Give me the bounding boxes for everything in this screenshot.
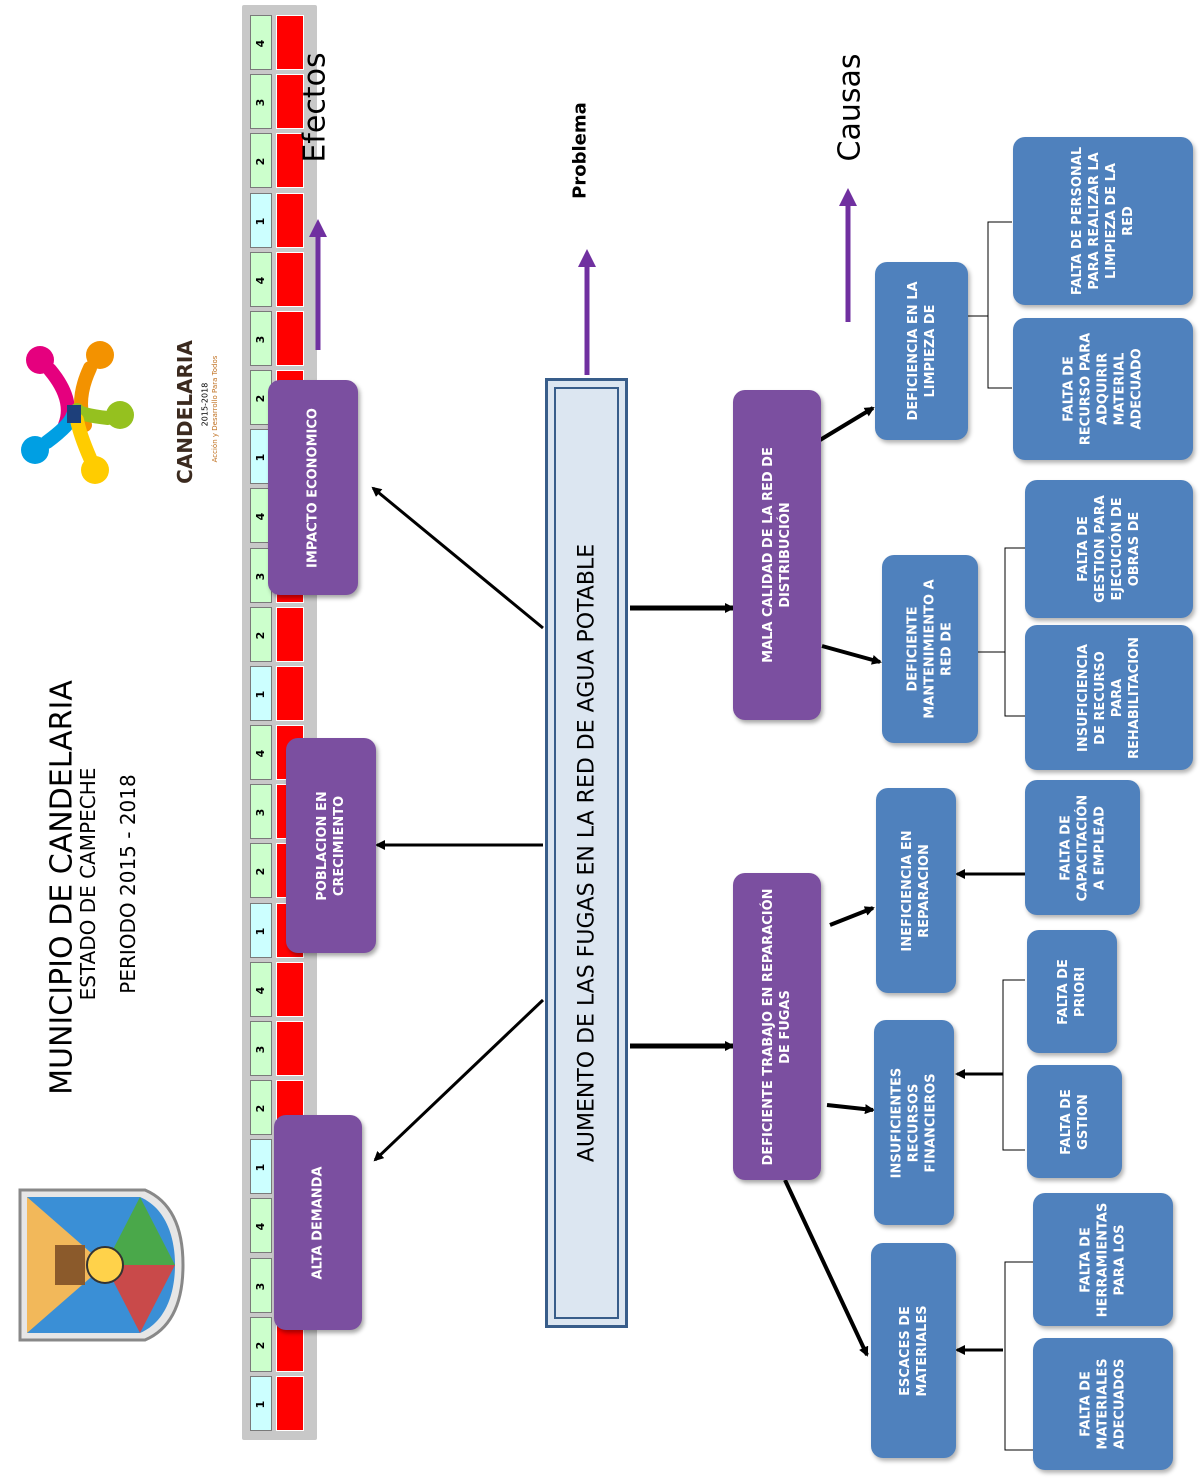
timeline-bar-cell [276,1020,304,1076]
timeline-quarter-label: 1 [250,665,272,721]
timeline-bar-cell [276,74,304,130]
timeline-bar-cell [276,665,304,721]
timeline-bar-cell [276,961,304,1017]
timeline-quarter-label: 3 [250,1257,272,1313]
timeline-quarter-label: 2 [250,133,272,189]
raiz-insuficiencia-recurso: INSUFICIENCIA DE RECURSO PARA REHABILITA… [1025,625,1193,770]
timeline-quarter-label: 4 [250,725,272,781]
timeline-quarter-label: 4 [250,251,272,307]
timeline-quarter-label: 4 [250,961,272,1017]
causa-deficiente-mantenimiento: DEFICIENTE MANTENIMIENTO A RED DE [882,555,978,743]
raiz-falta-personal: FALTA DE PERSONAL PARA REALIZAR LA LIMPI… [1013,137,1193,305]
problema-principal-box: AUMENTO DE LAS FUGAS EN LA RED DE AGUA P… [545,378,628,1328]
efecto-poblacion-crecimiento: POBLACION EN CRECIMIENTO [286,738,376,953]
coat-of-arms-logo [15,1185,185,1345]
arrow-to-impacto [371,486,544,630]
timeline-quarter-label: 4 [250,15,272,71]
timeline-quarter-label: 3 [250,1020,272,1076]
problema-principal-text: AUMENTO DE LAS FUGAS EN LA RED DE AGUA P… [574,543,599,1163]
timeline-quarter-label: 2 [250,843,272,899]
causa-ineficiencia-reparacion: INEFICIENCIA EN REPARACION [876,788,956,993]
timeline-quarter-label: 3 [250,74,272,130]
timeline-quarter-label: 4 [250,1198,272,1254]
timeline-bar-cell [276,192,304,248]
raiz-falta-herramientas: FALTA DE HERRAMIENTAS PARA LOS [1033,1193,1173,1326]
timeline-bar-cell [276,606,304,662]
timeline-bar-cell [276,310,304,366]
causa-deficiencia-limpieza: DEFICIENCIA EN LA LIMPIEZA DE [875,262,968,440]
timeline-quarter-label: 1 [250,1139,272,1195]
timeline-quarter-label: 3 [250,310,272,366]
raiz-falta-gestion-obras: FALTA DE GESTION PARA EJECUCIÓN DE OBRAS… [1025,480,1193,618]
candelaria-logo: CANDELARIA 2015-2018 Acción y Desarrollo… [5,330,219,495]
timeline-quarter-label: 3 [250,784,272,840]
timeline-quarter-label: 2 [250,606,272,662]
timeline-quarter-label: 2 [250,1316,272,1372]
raiz-falta-recurso-material: FALTA DE RECURSO PARA ADQUIRIR MATERIAL … [1013,318,1193,460]
timeline-quarter-label: 1 [250,902,272,958]
raiz-falta-gstion: FALTA DE GSTION [1027,1065,1122,1178]
raiz-falta-materiales: FALTA DE MATERIALES ADECUADOS [1033,1338,1173,1470]
timeline-quarter-label: 1 [250,1375,272,1431]
timeline-quarter-label: 2 [250,1080,272,1136]
timeline-bar-cell [276,251,304,307]
causa-escaces-materiales: ESCACES DE MATERIALES [871,1243,956,1458]
raiz-falta-priori: FALTA DE PRIORI [1027,930,1117,1053]
causa-insuficientes-recursos: INSUFICIENTES RECURSOS FINANCIEROS [874,1020,954,1225]
arrow-to-demanda [373,998,545,1162]
efecto-impacto-economico: IMPACTO ECONOMICO [268,380,358,595]
timeline-bar-cell [276,133,304,189]
timeline-quarter-label: 1 [250,192,272,248]
raiz-falta-capacitacion: FALTA DE CAPACITACIÓN A EMPLEAD [1025,780,1140,915]
efecto-alta-demanda: ALTA DEMANDA [274,1115,362,1330]
timeline-bar-cell [276,15,304,71]
causa-mala-calidad-red: MALA CALIDAD DE LA RED DE DISTRIBUCIÓN [733,390,821,720]
causa-deficiente-trabajo: DEFICIENTE TRABAJO EN REPARACIÓN DE FUGA… [733,873,821,1180]
timeline-bar-cell [276,1375,304,1431]
